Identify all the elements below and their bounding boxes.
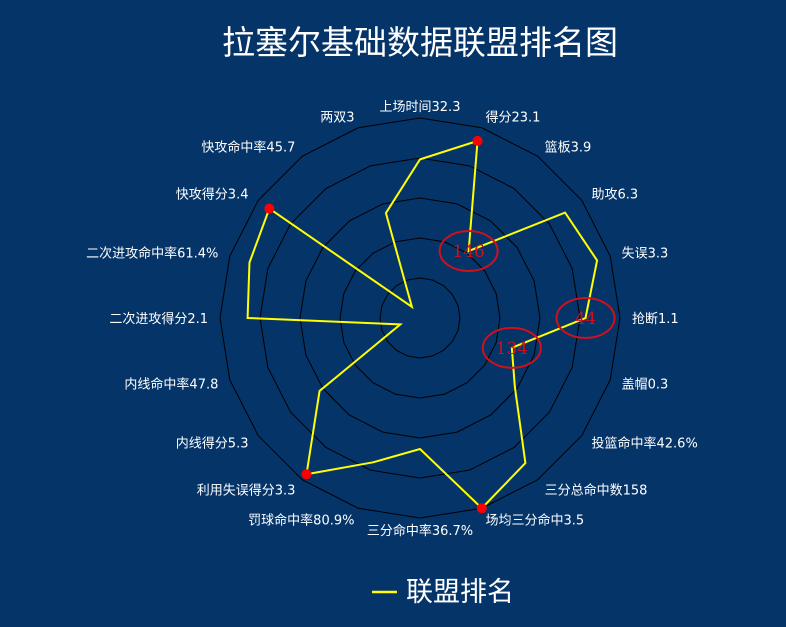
data-point[interactable] — [411, 306, 413, 308]
annotation-ellipse — [438, 230, 499, 273]
axis-label: 罚球命中率80.9% — [248, 513, 354, 529]
axis-label: 二次进攻命中率61.4% — [86, 245, 218, 261]
axis-label: 盖帽0.3 — [622, 377, 669, 393]
axis-label: 二次进攻得分2.1 — [109, 311, 208, 327]
grid-ring — [339, 237, 501, 399]
axis-labels: 上场时间32.3 得分23.1 篮板3.9 助攻6.3 失误3.3 抢断1.1 盖帽0.3 投… — [86, 100, 698, 539]
highlight-point[interactable] — [264, 203, 275, 214]
grid-ring — [259, 157, 581, 479]
data-point[interactable] — [248, 262, 250, 264]
axis-label: 利用失误得分3.3 — [197, 483, 296, 499]
data-point[interactable] — [399, 323, 401, 325]
axis-label: 三分总命中数158 — [545, 483, 648, 499]
highlight-point[interactable] — [476, 503, 487, 514]
data-point[interactable] — [319, 390, 321, 392]
axis-label: 上场时间32.3 — [380, 100, 461, 115]
annotation-label: 44 — [575, 309, 597, 329]
axis-label: 两双3 — [320, 110, 354, 125]
axis-label: 快攻得分3.4 — [176, 186, 249, 202]
annotation-label: 134 — [496, 339, 528, 359]
grid-ring — [299, 197, 541, 439]
grid-ring — [219, 117, 621, 519]
axis-label: 三分命中率36.7% — [367, 523, 473, 539]
axis-label: 投篮命中率42.6% — [592, 436, 698, 452]
data-point[interactable] — [511, 347, 513, 349]
data-point[interactable] — [372, 461, 374, 463]
chart-title: 拉塞尔基础数据联盟排名图 — [222, 23, 618, 62]
axis-label: 场均三分命中3.5 — [486, 513, 585, 529]
highlight-point[interactable] — [472, 135, 483, 146]
data-point[interactable] — [585, 317, 587, 319]
annotation-ellipse — [481, 326, 542, 369]
axis-label: 助攻6.3 — [592, 187, 639, 202]
series-line — [246, 139, 599, 510]
data-point[interactable] — [524, 462, 526, 464]
highlight-point[interactable] — [301, 469, 312, 480]
annotation-ellipse — [555, 297, 616, 339]
radar-grid — [219, 117, 621, 519]
series-layer — [246, 135, 599, 514]
data-point[interactable] — [596, 259, 598, 261]
legend[interactable]: 联盟排名 — [372, 577, 514, 608]
data-point[interactable] — [468, 250, 470, 252]
data-point[interactable] — [419, 158, 421, 160]
data-point[interactable] — [514, 386, 516, 388]
axis-label: 失误3.3 — [622, 246, 669, 261]
annotations: 146 44 134 — [438, 230, 616, 369]
data-point[interactable] — [247, 317, 249, 319]
annotation-label: 146 — [452, 242, 484, 262]
legend-label: 联盟排名 — [406, 577, 514, 608]
axis-label: 得分23.1 — [486, 109, 541, 125]
grid-ring — [379, 277, 461, 359]
axis-label: 内线得分5.3 — [176, 436, 249, 452]
axis-label: 内线命中率47.8 — [124, 377, 218, 393]
data-point[interactable] — [419, 448, 421, 450]
axis-label: 抢断1.1 — [632, 311, 679, 327]
data-point[interactable] — [385, 212, 387, 214]
data-point[interactable] — [564, 212, 566, 214]
axis-label: 篮板3.9 — [545, 140, 592, 155]
axis-label: 快攻命中率45.7 — [201, 139, 295, 155]
